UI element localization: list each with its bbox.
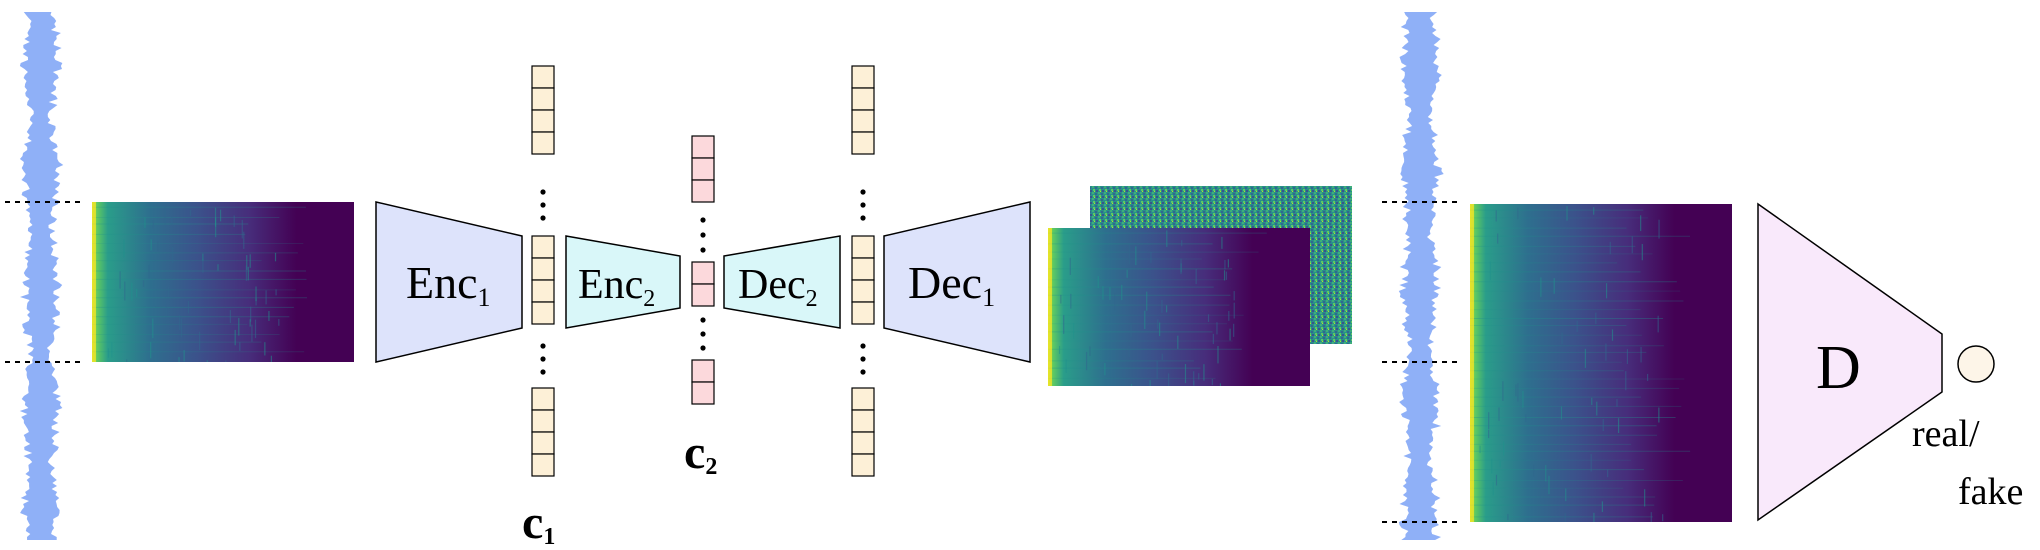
code-cell [851,65,875,89]
reconstructed-spectrogram [1048,228,1310,386]
code-cell [691,261,715,285]
decoder-2-label: Dec2 [738,262,818,312]
spectrogram-low-freq-band [92,202,96,362]
code-cell [691,157,715,181]
spectrogram-low-freq-band [1470,204,1474,522]
code-column-c1-decoder [851,65,875,477]
ellipsis-dot [700,317,706,323]
code-cell [691,135,715,159]
ellipsis-dot [540,356,546,362]
decoder-2: Dec2 [723,235,841,329]
discriminator-label: D [1816,334,1861,402]
code-cell [851,431,875,455]
code-cell [531,431,555,455]
code-cell [851,257,875,281]
input-spectrogram [92,202,354,362]
code-column-c1 [531,65,555,477]
code-cell [851,109,875,133]
code-c1-label: c1 [522,496,555,550]
code-cell [531,301,555,325]
code-column-c2 [691,135,715,405]
code-cell [531,279,555,303]
code-cell [531,409,555,433]
spectrogram-texture [1470,204,1691,522]
ellipsis-dot [540,369,546,375]
input-waveform [19,12,64,540]
waveform-shape [1398,12,1444,540]
decoder-1-label: Dec1 [908,257,995,312]
discriminator: D [1757,202,1943,522]
waveform-shape [19,12,64,540]
code-cell [691,179,715,203]
output-waveform [1398,12,1444,540]
code-cell [851,279,875,303]
output-label-real: real/ [1912,413,1980,455]
code-cell [691,359,715,383]
decoder-1: Dec1 [883,201,1031,363]
ellipsis-dot [700,331,706,337]
code-cell [851,87,875,111]
spectrogram-texture [92,202,308,362]
ellipsis-dot [540,202,546,208]
ellipsis-dot [540,215,546,221]
code-cell [531,235,555,259]
encoder-1-label: Enc1 [406,257,491,312]
code-cell [851,453,875,477]
ellipsis-dot [700,345,706,351]
output-node [1957,345,1995,383]
code-cell [531,65,555,89]
code-cell [691,381,715,405]
ellipsis-dot [700,232,706,238]
code-c2-label: c2 [684,426,717,480]
ellipsis-dot [860,202,866,208]
encoder-2-label: Enc2 [578,262,655,312]
code-cell [851,301,875,325]
code-cell [691,283,715,307]
ellipsis-dot [860,189,866,195]
ellipsis-dot [860,369,866,375]
code-cell [531,387,555,411]
code-cell [851,387,875,411]
encoder-2: Enc2 [565,235,681,329]
encoder-1: Enc1 [375,201,523,363]
code-cell [851,235,875,259]
code-cell [531,87,555,111]
ellipsis-dot [700,247,706,253]
code-cell [531,453,555,477]
discriminator-input-spectrogram [1470,204,1732,522]
ellipsis-dot [700,217,706,223]
ellipsis-dot [860,356,866,362]
code-cell [531,131,555,155]
code-cell [531,257,555,281]
crop-markers-output [1382,201,1460,523]
output-label-fake: fake [1958,471,2023,513]
spectrogram-texture [1048,228,1267,386]
spectrogram-low-freq-band [1048,228,1052,386]
code-cell [531,109,555,133]
ellipsis-dot [860,343,866,349]
ellipsis-dot [540,189,546,195]
crop-markers-input [5,201,82,363]
code-cell [851,131,875,155]
code-cell [851,409,875,433]
ellipsis-dot [860,215,866,221]
ellipsis-dot [540,343,546,349]
